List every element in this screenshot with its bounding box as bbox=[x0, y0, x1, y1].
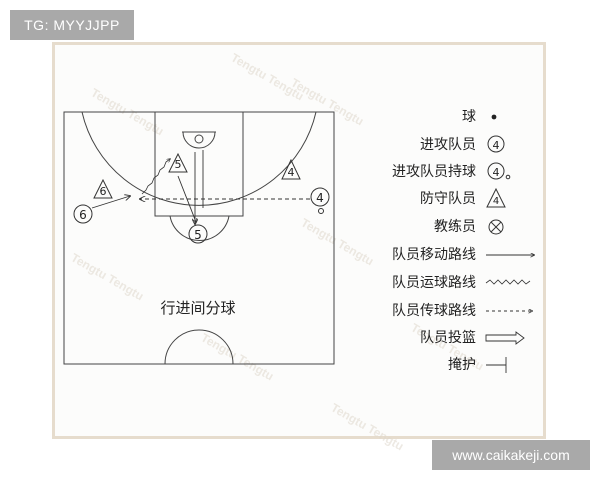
legend-move-label: 队员移动路线 bbox=[392, 247, 476, 263]
three-point-arc bbox=[81, 111, 317, 206]
diagram-title: 行进间分球 bbox=[160, 299, 235, 317]
svg-text:4: 4 bbox=[493, 166, 500, 179]
legend-defense-label: 防守队员 bbox=[420, 191, 476, 207]
offense-player-6: 6 bbox=[73, 204, 93, 224]
legend-coach-label: 教练员 bbox=[434, 219, 476, 235]
svg-text:6: 6 bbox=[79, 208, 87, 222]
shot-arrow-icon bbox=[485, 331, 525, 345]
defense-player-5: 5 bbox=[168, 152, 188, 173]
rim bbox=[194, 134, 204, 144]
center-circle bbox=[164, 329, 234, 365]
play-lines bbox=[91, 150, 310, 224]
legend-screen-label: 掩护 bbox=[448, 357, 476, 373]
svg-text:Tengtu Tengtu: Tengtu Tengtu bbox=[329, 400, 407, 453]
legend: 球 进攻队员 4 进攻队员持球 4 防守队员 4 教练员 队员移动路线 队员运球… bbox=[392, 109, 534, 373]
players: 5 6 4 6 5 4 bbox=[73, 152, 330, 244]
legend-offense-label: 进攻队员 bbox=[420, 137, 476, 153]
restricted-arc bbox=[182, 131, 216, 149]
legend-pass-label: 队员传球路线 bbox=[392, 303, 476, 319]
watermark-bottom: www.caikakeji.com bbox=[432, 440, 590, 470]
offense-player-icon: 4 bbox=[487, 135, 505, 153]
svg-text:Tengtu Tengtu: Tengtu Tengtu bbox=[299, 215, 377, 268]
screen-icon bbox=[486, 357, 507, 373]
defense-player-4: 4 bbox=[281, 158, 301, 180]
dribble-path-icon bbox=[485, 279, 531, 285]
legend-shot-label: 队员投篮 bbox=[420, 330, 476, 346]
svg-text:4: 4 bbox=[493, 196, 499, 207]
svg-text:Tengtu Tengtu: Tengtu Tengtu bbox=[69, 250, 147, 303]
defense-player-icon: 4 bbox=[486, 187, 506, 208]
svg-text:6: 6 bbox=[100, 185, 107, 198]
svg-text:Tengtu Tengtu: Tengtu Tengtu bbox=[289, 75, 367, 128]
legend-dribble-label: 队员运球路线 bbox=[392, 275, 476, 291]
free-throw-circle bbox=[169, 215, 230, 241]
legend-ball-label: 球 bbox=[462, 109, 476, 125]
svg-text:4: 4 bbox=[493, 139, 500, 152]
ball-icon bbox=[491, 114, 497, 120]
svg-text:5: 5 bbox=[175, 158, 182, 171]
ball-icon bbox=[318, 208, 324, 214]
dribble-path-line bbox=[141, 159, 170, 195]
defense-player-6-wing: 6 bbox=[93, 178, 113, 199]
svg-text:Tengtu Tengtu: Tengtu Tengtu bbox=[199, 330, 277, 383]
offense-player-5: 5 bbox=[188, 224, 208, 244]
svg-text:4: 4 bbox=[288, 166, 295, 179]
move-path-6 bbox=[91, 196, 130, 209]
svg-text:4: 4 bbox=[316, 191, 324, 205]
watermark-top: TG: MYYJJPP bbox=[10, 10, 134, 40]
offense-with-ball-icon: 4 bbox=[487, 162, 511, 180]
coach-icon bbox=[488, 219, 504, 235]
court bbox=[63, 111, 335, 365]
key-lane bbox=[154, 111, 244, 217]
legend-offense-ball-label: 进攻队员持球 bbox=[392, 164, 476, 180]
svg-text:5: 5 bbox=[194, 228, 202, 242]
offense-player-4-with-ball: 4 bbox=[310, 187, 330, 214]
diagram-board bbox=[52, 42, 546, 439]
